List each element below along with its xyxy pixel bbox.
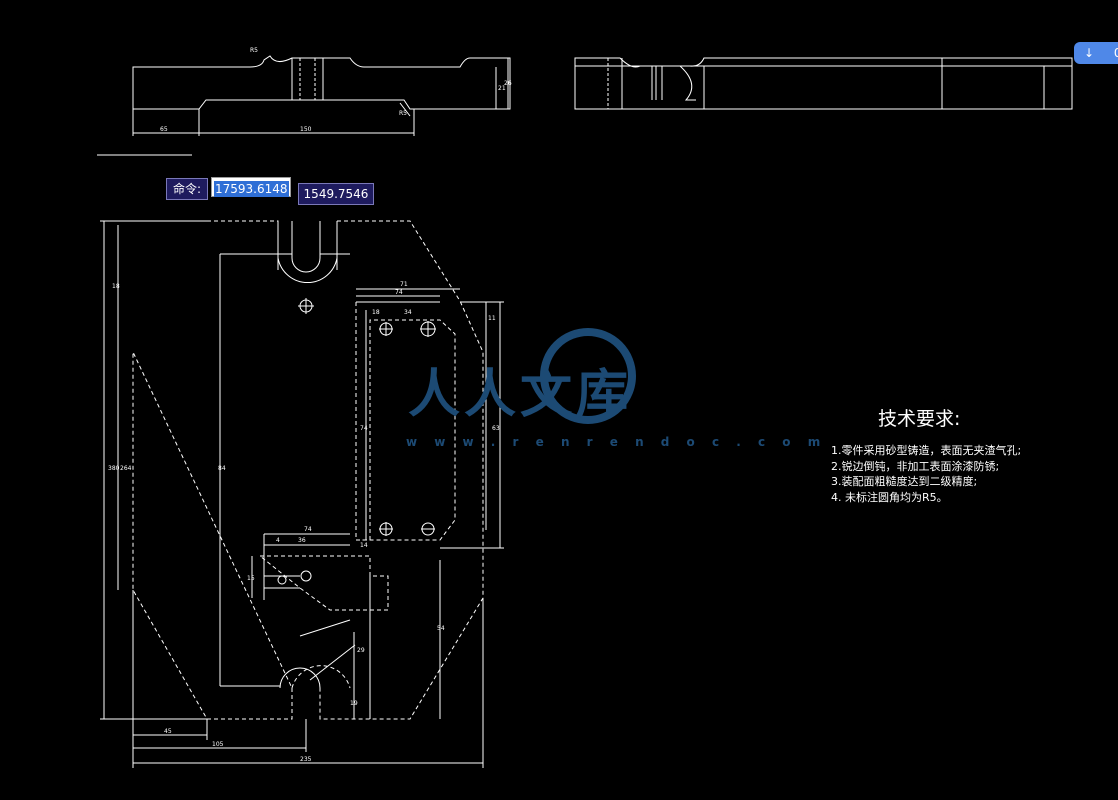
- svg-text:26: 26: [504, 80, 512, 87]
- svg-text:380: 380: [108, 465, 120, 472]
- command-y-tooltip[interactable]: 1549.7546: [298, 183, 374, 205]
- svg-text:19: 19: [350, 700, 358, 707]
- svg-text:105: 105: [212, 741, 224, 748]
- svg-text:34: 34: [404, 309, 412, 316]
- svg-text:4: 4: [276, 537, 280, 544]
- svg-text:65: 65: [160, 126, 168, 133]
- command-x-value: 17593.6148: [214, 181, 289, 197]
- dimension-labels: 65 150 21 26 R5 R5 45 105 235 380 18 264…: [108, 47, 512, 763]
- svg-text:18: 18: [112, 283, 120, 290]
- arrow-down-icon: ↓: [1084, 46, 1095, 60]
- svg-text:21: 21: [498, 85, 506, 92]
- requirements-title: 技术要求:: [878, 408, 961, 430]
- requirement-item: 2.锐边倒钝，非加工表面涂漆防锈;: [831, 459, 1000, 473]
- svg-text:54: 54: [437, 625, 445, 632]
- svg-text:14: 14: [360, 542, 368, 549]
- requirement-item: 4. 未标注圆角均为R5。: [831, 490, 948, 504]
- svg-text:11: 11: [488, 315, 496, 322]
- svg-text:45: 45: [164, 728, 172, 735]
- requirement-item: 3.装配面粗糙度达到二级精度;: [831, 475, 978, 488]
- svg-text:84: 84: [218, 465, 226, 472]
- svg-text:36: 36: [298, 537, 306, 544]
- svg-text:71: 71: [400, 281, 408, 288]
- command-prompt-label: 命令:: [166, 178, 208, 200]
- requirement-item: 1.零件采用砂型铸造，表面无夹渣气孔;: [831, 444, 1022, 457]
- watermark-url: w w w . r e n r e n d o c . c o m: [406, 435, 827, 449]
- side-view-right: [574, 57, 1073, 110]
- watermark-text: 人人文库: [408, 365, 633, 425]
- side-view-left: [132, 55, 511, 136]
- svg-text:R5: R5: [250, 47, 258, 54]
- svg-text:150: 150: [300, 126, 312, 133]
- svg-text:74: 74: [395, 289, 403, 296]
- download-button-text: 0: [1113, 46, 1118, 60]
- svg-text:235: 235: [300, 756, 312, 763]
- watermark-logo-icon: [540, 328, 636, 424]
- svg-text:74: 74: [360, 425, 368, 432]
- svg-text:264: 264: [120, 465, 132, 472]
- svg-text:74: 74: [304, 526, 312, 533]
- command-x-input[interactable]: 17593.6148: [211, 177, 291, 197]
- plan-view: [100, 220, 504, 768]
- svg-text:R5: R5: [399, 110, 407, 117]
- requirements-list: 1.零件采用砂型铸造，表面无夹渣气孔; 2.锐边倒钝，非加工表面涂漆防锈; 3.…: [831, 443, 1021, 505]
- download-button[interactable]: ↓ 0: [1074, 42, 1118, 64]
- svg-text:29: 29: [357, 647, 365, 654]
- svg-text:18: 18: [372, 309, 380, 316]
- svg-text:63: 63: [492, 425, 500, 432]
- svg-text:15: 15: [247, 575, 255, 582]
